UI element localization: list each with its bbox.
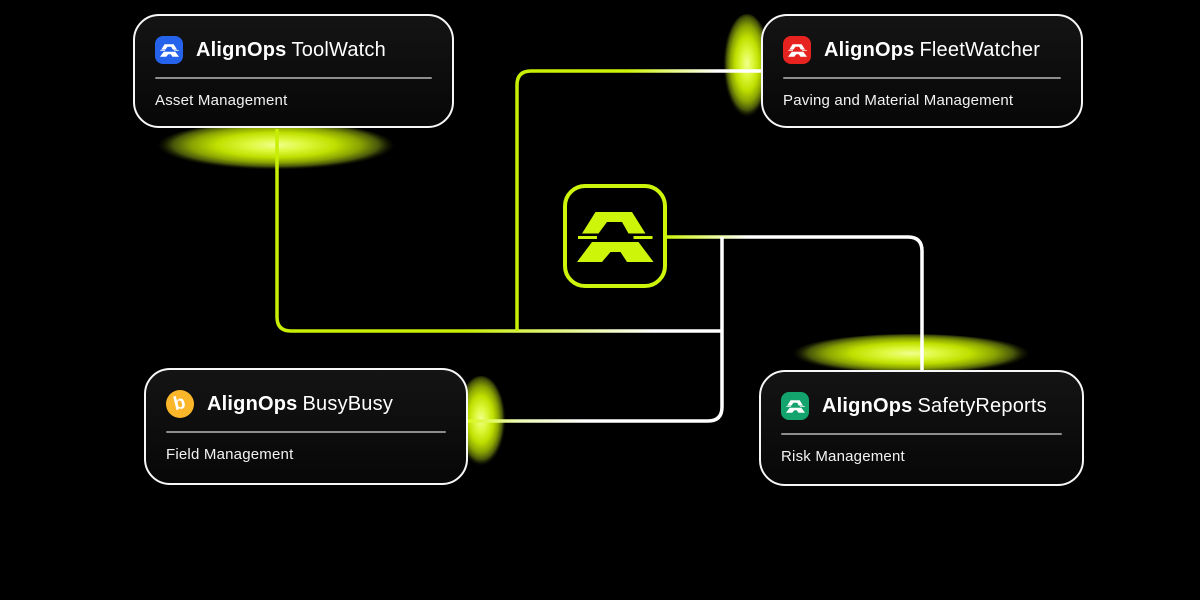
hub-logo[interactable] bbox=[563, 184, 667, 288]
connector-toolwatch-to-hub bbox=[275, 129, 722, 333]
card-subtitle: Risk Management bbox=[781, 448, 905, 465]
product-label: ToolWatch bbox=[291, 38, 386, 61]
brand-label: AlignOps bbox=[822, 394, 913, 417]
product-label: FleetWatcher bbox=[919, 38, 1041, 61]
product-label: BusyBusy bbox=[302, 392, 394, 415]
glow-safetyreports bbox=[791, 334, 1031, 376]
connector-to-busybusy bbox=[467, 237, 724, 423]
card-subtitle: Asset Management bbox=[155, 92, 288, 109]
card-divider bbox=[155, 77, 432, 79]
connector-hub-to-safetyreports bbox=[666, 235, 924, 371]
connector-to-fleetwatcher bbox=[515, 69, 762, 331]
toolwatch-arch-icon bbox=[155, 36, 183, 64]
card-divider bbox=[166, 431, 446, 433]
safetyreports-arch-icon bbox=[781, 392, 809, 420]
brand-label: AlignOps bbox=[824, 38, 915, 61]
card-subtitle: Paving and Material Management bbox=[783, 92, 1014, 109]
fleetwatcher-arch-icon bbox=[783, 36, 811, 64]
product-label: SafetyReports bbox=[917, 394, 1047, 417]
brand-label: AlignOps bbox=[196, 38, 287, 61]
busybusy-b-icon: b bbox=[166, 390, 194, 418]
card-divider bbox=[783, 77, 1061, 79]
glow-busybusy bbox=[456, 376, 506, 470]
card-divider bbox=[781, 433, 1062, 435]
brand-label: AlignOps bbox=[207, 392, 298, 415]
glow-fleetwatcher bbox=[723, 14, 771, 122]
card-subtitle: Field Management bbox=[166, 446, 294, 463]
